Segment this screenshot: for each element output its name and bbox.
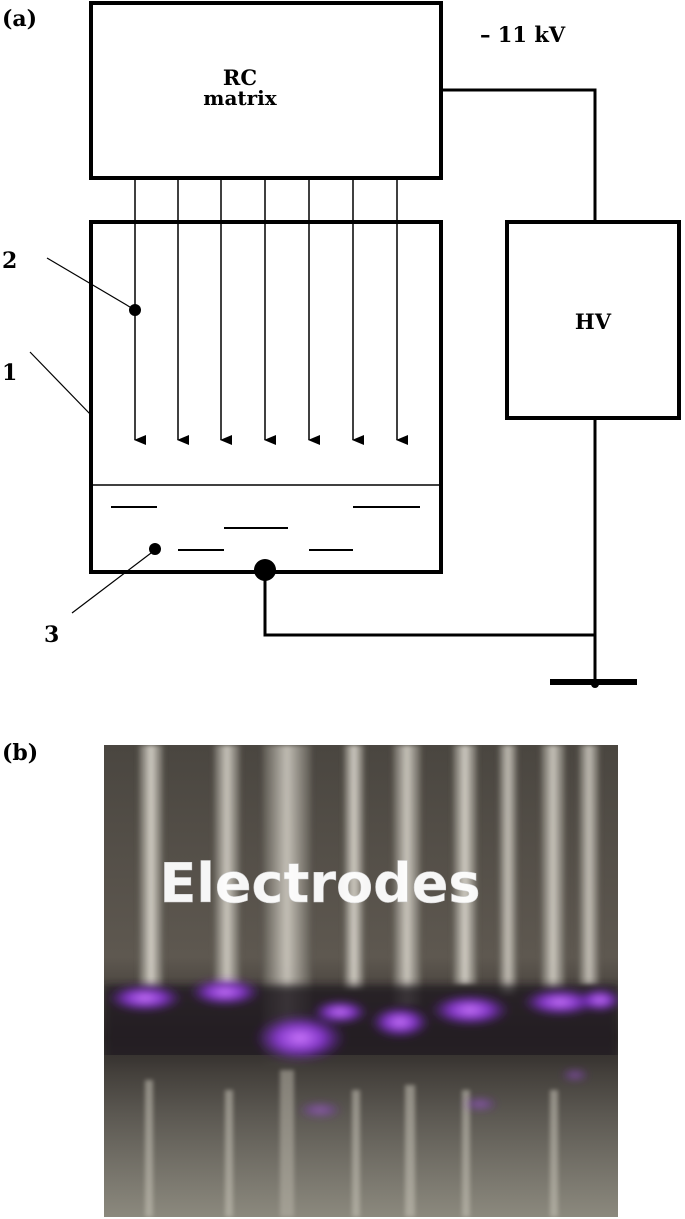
panel-a-label: (a)	[2, 6, 37, 32]
photo-plasma-glow	[107, 978, 618, 1118]
callout-2-leader	[46, 257, 136, 311]
voltage-label: – 11 kV	[480, 22, 566, 47]
callout-3-dot	[149, 543, 161, 555]
rc-matrix-label-line2: matrix	[203, 86, 277, 110]
wire-vessel-to-ground	[263, 570, 595, 637]
rc-matrix-label-line1: RC	[223, 65, 257, 90]
callout-1-label: 1	[2, 360, 17, 386]
electrode-array	[134, 178, 408, 445]
rc-matrix-box	[89, 1, 443, 180]
callout-3-leader	[71, 549, 156, 614]
electrode-photo: Electrodes	[104, 745, 618, 1217]
panel-b: (b)	[2, 740, 618, 1217]
photo-caption: Electrodes	[160, 852, 481, 915]
wire-rc-to-hv	[441, 88, 597, 222]
hv-supply-label: HV	[575, 309, 612, 334]
panel-a: (a) RC matrix – 11 kV HV	[2, 1, 681, 688]
callout-3-label: 3	[44, 622, 59, 648]
liquid-dashes	[111, 506, 420, 551]
panel-b-label: (b)	[2, 740, 38, 766]
callout-2-dot	[129, 304, 141, 316]
photo-reflection-streaks	[145, 1070, 558, 1217]
discharge-vessel	[89, 220, 443, 574]
hv-supply-box	[505, 220, 681, 420]
callout-1-leader	[29, 351, 92, 416]
photo-reflection	[104, 1055, 618, 1217]
ground-junction-dot	[591, 680, 599, 688]
callout-2-label: 2	[2, 248, 17, 274]
